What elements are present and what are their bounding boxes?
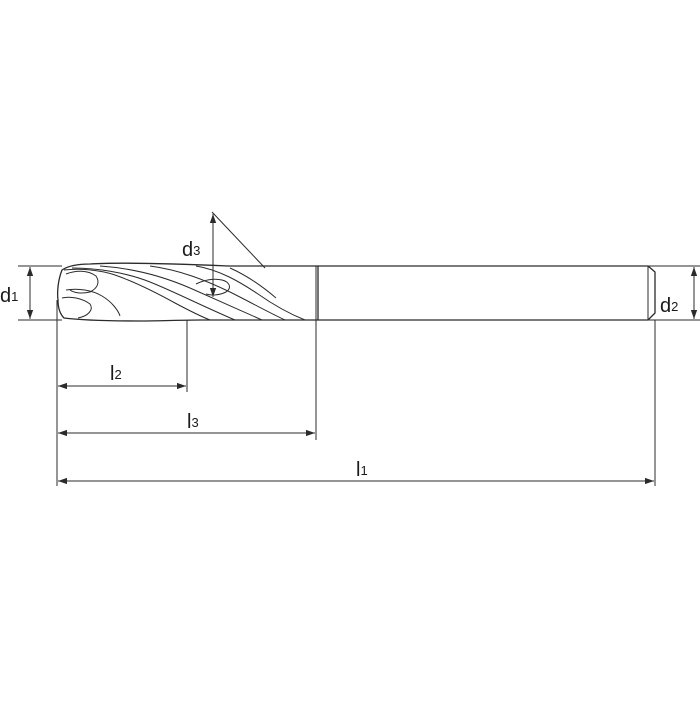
dimension-d3: d3 bbox=[182, 211, 266, 297]
length-extension-lines bbox=[56, 266, 656, 486]
flute-curve-6 bbox=[229, 267, 277, 299]
end-mill-tool bbox=[56, 262, 656, 322]
dimension-l3: l3 bbox=[58, 411, 315, 437]
l3-label: l3 bbox=[187, 411, 199, 433]
flute-curve-5 bbox=[195, 265, 306, 321]
dimension-l2: l2 bbox=[58, 363, 186, 390]
flute-curve-3 bbox=[99, 265, 263, 321]
flute-section-outline bbox=[199, 265, 319, 321]
d3-label: d3 bbox=[182, 239, 200, 261]
dimension-d1: d1 bbox=[0, 265, 62, 321]
shank-outline bbox=[317, 265, 656, 321]
flute-curve-1 bbox=[63, 268, 211, 321]
flute-curve-2 bbox=[71, 267, 236, 321]
l1-label: l1 bbox=[356, 459, 368, 481]
dimension-l1: l1 bbox=[58, 459, 654, 485]
tip-edge-lower bbox=[61, 296, 92, 319]
dimension-d2: d2 bbox=[648, 265, 700, 321]
tip-edge-upper bbox=[65, 270, 99, 294]
l2-label: l2 bbox=[110, 363, 122, 385]
d2-label: d2 bbox=[660, 295, 678, 317]
tip-edge-mid bbox=[65, 288, 121, 317]
d1-label: d1 bbox=[0, 285, 18, 307]
flute-curve-4 bbox=[149, 265, 286, 321]
d3-leader-line bbox=[211, 211, 266, 269]
cutting-tip bbox=[56, 262, 229, 322]
